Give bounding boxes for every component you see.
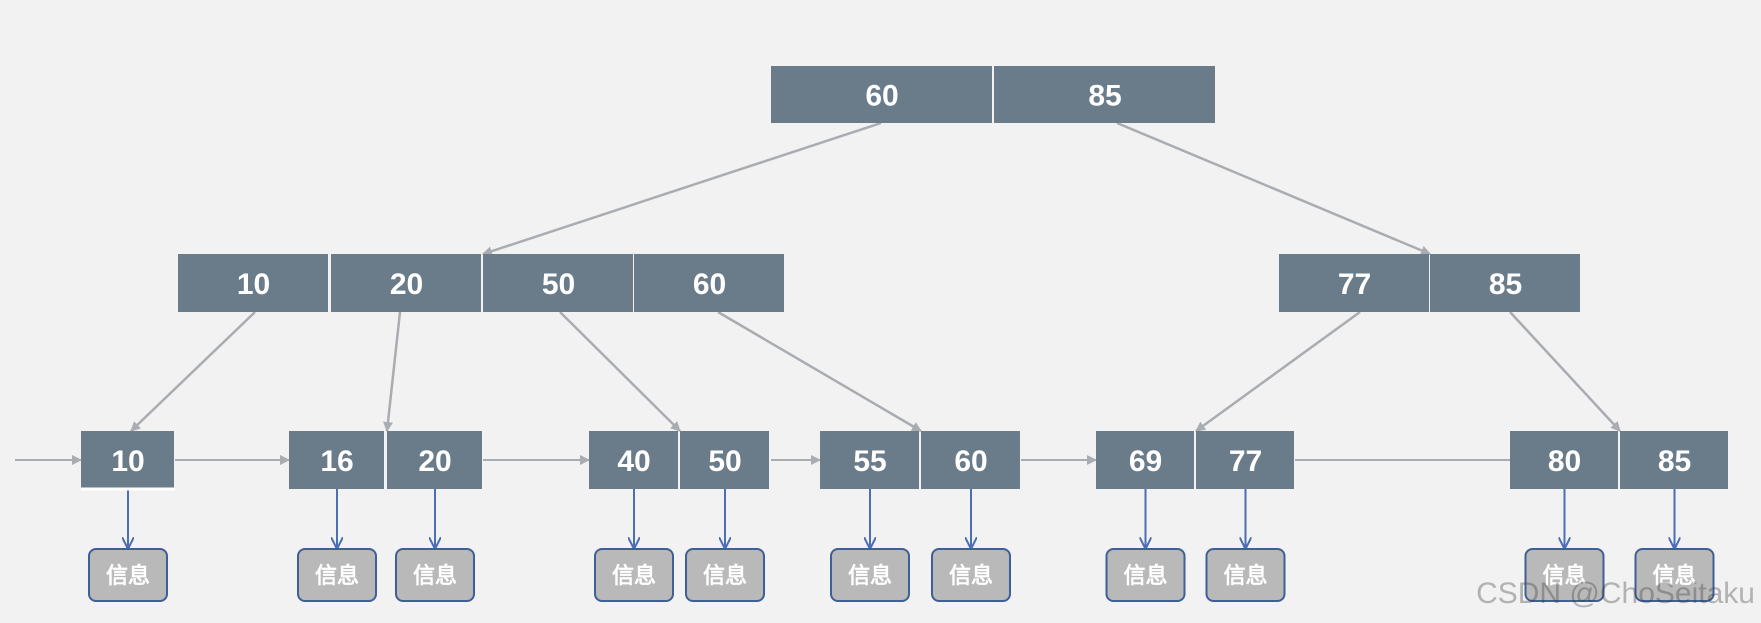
info-label: 信息 xyxy=(949,563,993,589)
internal-node-key-cell xyxy=(178,254,328,312)
internal-node-key-cell xyxy=(1279,254,1429,312)
info-box-rect xyxy=(395,548,475,602)
leaf-node-key-label: 10 xyxy=(111,445,144,478)
info-box: 信息 xyxy=(395,548,475,602)
info-boxes: 信息 信息 信息 信息 信息 信息 信息 信息 信息 信息 信息 xyxy=(88,548,1715,602)
internal-node-key-label: 20 xyxy=(390,268,423,301)
tree-pointer-edge xyxy=(482,121,882,256)
tree-pointer-edge xyxy=(717,310,922,433)
leaf-node: 40 50 xyxy=(589,431,769,489)
leaf-node: 80 85 xyxy=(1510,431,1728,489)
info-box: 信息 xyxy=(685,548,765,602)
leaf-node-key-cell xyxy=(589,431,678,489)
leaf-node: 55 60 xyxy=(820,431,1020,489)
leaf-node-key-cell xyxy=(1096,431,1194,489)
leaf-node: 10 xyxy=(81,431,174,489)
root-node-key-cell xyxy=(771,66,992,123)
info-box: 信息 xyxy=(1634,548,1715,602)
info-box-rect xyxy=(594,548,674,602)
leaf-node-key-cell xyxy=(1510,431,1618,489)
info-label: 信息 xyxy=(413,563,457,589)
internal-node-key-label: 50 xyxy=(542,268,575,301)
watermark: CSDN @ChoSeitaku xyxy=(1476,577,1755,610)
leaf-node-key-label: 85 xyxy=(1658,445,1691,478)
info-box-rect xyxy=(1634,548,1715,602)
leaf-node-key-cell xyxy=(81,431,174,489)
info-box-rect xyxy=(1205,548,1286,602)
info-label: 信息 xyxy=(1123,563,1167,589)
info-box: 信息 xyxy=(88,548,168,602)
info-box-rect xyxy=(88,548,168,602)
root-node-key-label: 85 xyxy=(1088,80,1121,113)
internal-node-key-cell xyxy=(1430,254,1580,312)
info-label: 信息 xyxy=(1542,563,1586,589)
info-box: 信息 xyxy=(1524,548,1605,602)
info-box-rect xyxy=(297,548,377,602)
tree-pointer-edge xyxy=(383,311,402,432)
info-box-rect xyxy=(1105,548,1186,602)
tree-pointer-edge xyxy=(130,311,256,432)
root-node: 60 85 xyxy=(771,66,1215,123)
leaf-node-key-cell xyxy=(1196,431,1294,489)
info-label: 信息 xyxy=(1223,563,1267,589)
leaf-node-key-cell xyxy=(680,431,769,489)
leaf-node-key-label: 40 xyxy=(617,445,650,478)
info-box: 信息 xyxy=(594,548,674,602)
leaf-node-key-label: 55 xyxy=(853,445,886,478)
info-label: 信息 xyxy=(612,563,656,589)
internal-node-key-cell xyxy=(634,254,784,312)
info-box-rect xyxy=(931,548,1011,602)
tree-edges xyxy=(15,121,1675,548)
tree-pointer-edge xyxy=(559,311,681,432)
leaf-node-key-cell xyxy=(387,431,482,489)
info-box: 信息 xyxy=(297,548,377,602)
info-box-rect xyxy=(1524,548,1605,602)
leaf-node-key-cell xyxy=(921,431,1020,489)
leaf-node-key-label: 60 xyxy=(954,445,987,478)
root-node-key-label: 60 xyxy=(865,80,898,113)
info-label: 信息 xyxy=(106,563,150,589)
leaf-node-key-label: 50 xyxy=(708,445,741,478)
leaf-node-key-cell xyxy=(1620,431,1728,489)
tree-pointer-edge xyxy=(1116,121,1431,256)
leaf-node-key-label: 20 xyxy=(418,445,451,478)
internal-node-key-cell xyxy=(483,254,633,312)
leaf-node-key-label: 16 xyxy=(320,445,353,478)
info-label: 信息 xyxy=(703,563,747,589)
internal-node-key-label: 60 xyxy=(693,268,726,301)
internal-node-key-label: 77 xyxy=(1338,268,1371,301)
internal-node: 10 20 50 60 xyxy=(178,254,784,312)
internal-node-key-label: 85 xyxy=(1489,268,1522,301)
tree-pointer-edge xyxy=(1195,310,1361,433)
info-box: 信息 xyxy=(931,548,1011,602)
leaf-node-key-label: 80 xyxy=(1548,445,1581,478)
info-box-rect xyxy=(685,548,765,602)
internal-node-key-cell xyxy=(331,254,481,312)
info-box-rect xyxy=(830,548,910,602)
info-label: 信息 xyxy=(848,563,892,589)
info-box: 信息 xyxy=(830,548,910,602)
leaf-node-key-cell xyxy=(289,431,384,489)
internal-node-key-label: 10 xyxy=(237,268,270,301)
info-label: 信息 xyxy=(1652,563,1696,589)
info-box: 信息 xyxy=(1205,548,1286,602)
info-box: 信息 xyxy=(1105,548,1186,602)
leaf-node-key-cell xyxy=(820,431,919,489)
info-label: 信息 xyxy=(315,563,359,589)
leaf-node-key-label: 77 xyxy=(1229,445,1262,478)
internal-node: 77 85 xyxy=(1279,254,1580,312)
root-node-key-cell xyxy=(994,66,1215,123)
leaf-node-key-label: 69 xyxy=(1129,445,1162,478)
tree-pointer-edge xyxy=(1509,311,1621,432)
leaf-node: 69 77 xyxy=(1096,431,1294,489)
